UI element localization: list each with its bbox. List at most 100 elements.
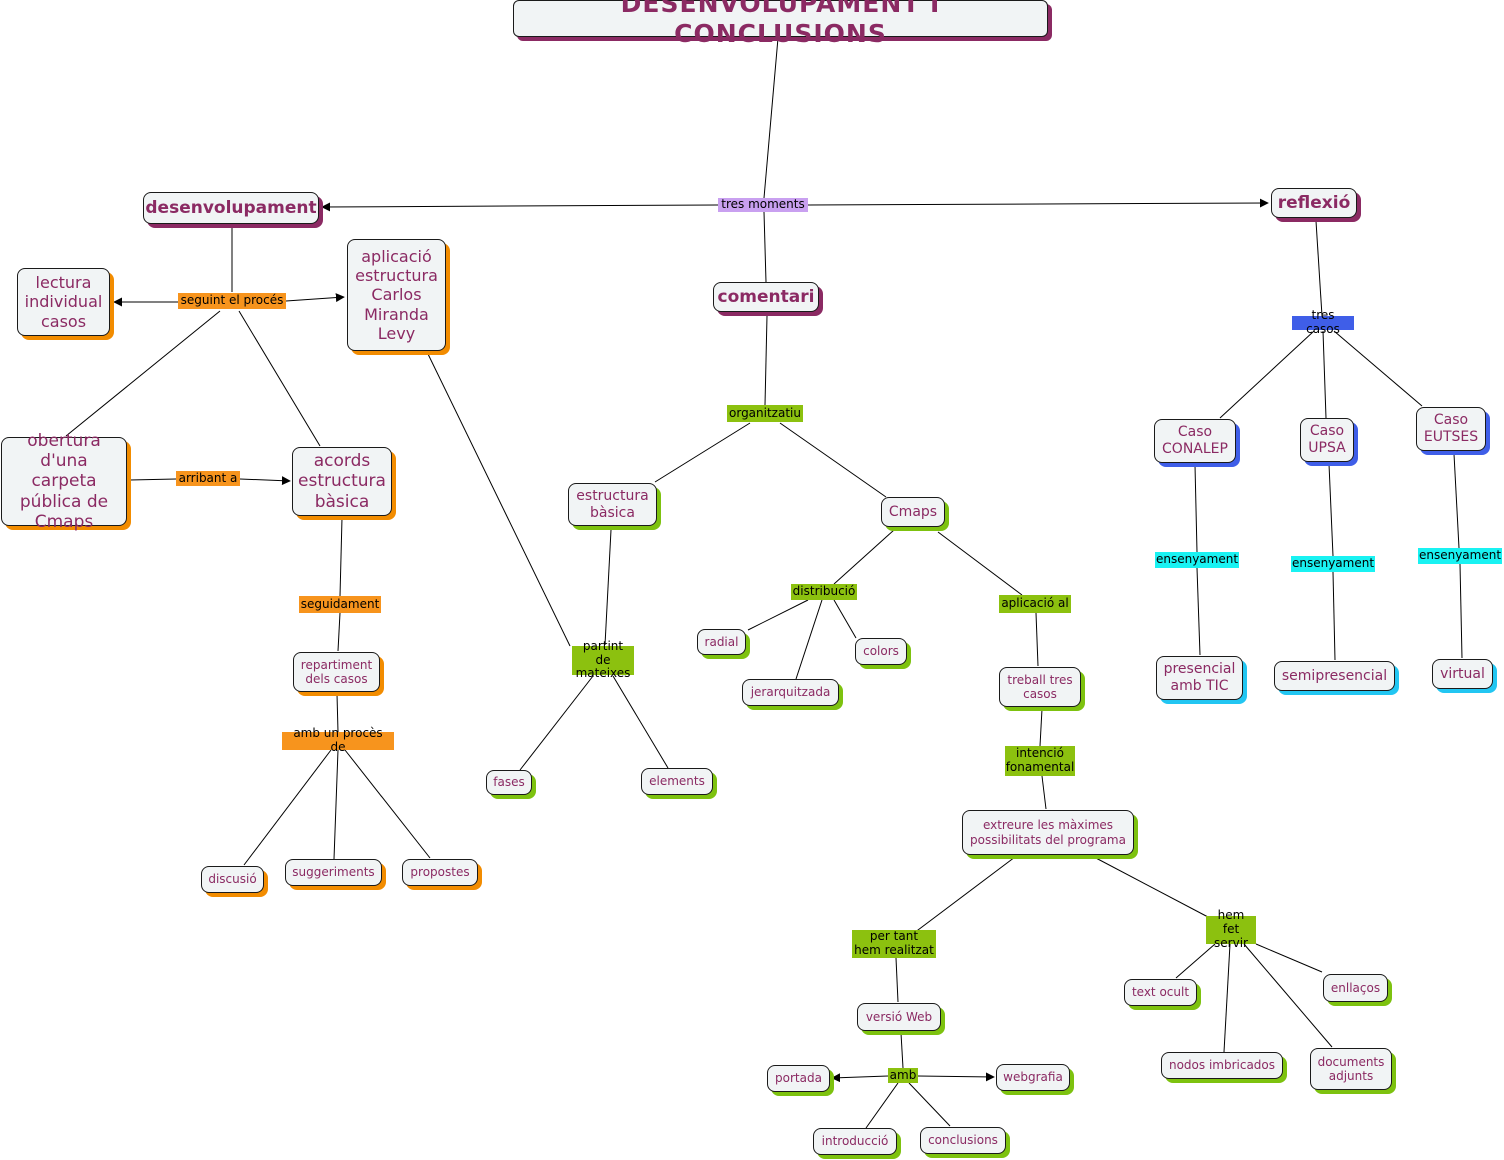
link-amb-proces[interactable]: amb un procès de [282, 726, 394, 754]
concept-estructura-basica[interactable]: estructura bàsica [568, 483, 657, 526]
link-intencio[interactable]: intenció fonamental [1005, 746, 1075, 776]
connector-line [243, 749, 332, 866]
concept-reflexio[interactable]: reflexió [1271, 188, 1357, 218]
link-tres-moments[interactable]: tres moments [718, 197, 808, 212]
connector-line [763, 37, 779, 199]
concept-suggeriments[interactable]: suggeriments [285, 859, 382, 886]
connector-line [333, 749, 339, 860]
connector-line [1219, 330, 1315, 419]
link-seguint[interactable]: seguint el procés [178, 293, 286, 309]
connector-line [339, 517, 343, 597]
link-tres-casos[interactable]: tres casos [1292, 308, 1354, 336]
concept-nodos[interactable]: nodos imbricados [1161, 1052, 1283, 1079]
concept-semipresencial[interactable]: semipresencial [1274, 661, 1395, 691]
concept-versio-web[interactable]: versió Web [857, 1003, 941, 1031]
connector-line [604, 529, 612, 646]
connector-line [1255, 943, 1323, 973]
concept-enllacos[interactable]: enllaços [1323, 974, 1388, 1002]
link-per-tant[interactable]: per tant hem realitzat [852, 929, 936, 958]
connector-line [1322, 330, 1327, 419]
connector-line [337, 612, 341, 652]
connector-arrow [239, 476, 291, 486]
connector-line [908, 1082, 951, 1127]
concept-elements[interactable]: elements [641, 768, 713, 795]
concept-desenvolupament[interactable]: desenvolupament [143, 192, 319, 224]
concept-repartiment[interactable]: repartiment dels casos [293, 652, 380, 692]
concept-acords[interactable]: acords estructura bàsica [292, 447, 392, 516]
link-seguidament[interactable]: seguidament [299, 596, 381, 613]
connector-line [336, 693, 339, 733]
connector-line [1332, 571, 1336, 661]
connector-line [344, 749, 431, 859]
concept-discusio[interactable]: discusió [201, 866, 264, 893]
concept-comentari[interactable]: comentari [713, 282, 819, 312]
connector-arrow [831, 1073, 889, 1083]
connector-line [1459, 563, 1463, 659]
connector-line [1035, 612, 1039, 667]
concept-portada[interactable]: portada [767, 1065, 830, 1092]
link-arribant[interactable]: arribant a [176, 471, 240, 486]
connector-line [795, 599, 823, 680]
link-hem-fet[interactable]: hem fet servir [1206, 908, 1256, 950]
connector-line [1243, 943, 1333, 1048]
connector-line [519, 675, 594, 771]
connector-line [654, 422, 751, 483]
link-ensenyament-3[interactable]: ensenyament [1418, 548, 1502, 564]
concept-jerarquitzada[interactable]: jerarquitzada [742, 679, 839, 706]
concept-caso-conalep[interactable]: Caso CONALEP [1154, 419, 1236, 463]
connector-line [1194, 464, 1198, 553]
concept-caso-upsa[interactable]: Caso UPSA [1300, 418, 1354, 462]
connector-line [895, 957, 899, 1003]
concept-presencial[interactable]: presencial amb TIC [1156, 656, 1243, 700]
concept-conclusions[interactable]: conclusions [920, 1127, 1006, 1154]
concept-radial[interactable]: radial [697, 629, 746, 655]
concept-webgrafia[interactable]: webgrafia [996, 1064, 1070, 1091]
connector-arrow [321, 202, 719, 212]
concept-aplicacio-carlos[interactable]: aplicació estructura Carlos Miranda Levy [347, 239, 446, 351]
map-title[interactable]: DESENVOLUPAMENT I CONCLUSIONS [513, 0, 1048, 48]
link-ensenyament-1[interactable]: ensenyament [1155, 552, 1239, 568]
connector-line [1223, 943, 1231, 1053]
connector-line [1453, 453, 1460, 549]
concept-treball-tres[interactable]: treball tres casos [999, 667, 1081, 707]
connector-line [779, 422, 887, 498]
connector-line [763, 211, 767, 283]
link-aplicacio-al[interactable]: aplicació al [999, 595, 1071, 613]
concept-caso-eutses[interactable]: Caso EUTSES [1416, 407, 1486, 451]
connector-line [238, 310, 321, 447]
concept-cmaps[interactable]: Cmaps [881, 497, 945, 527]
concept-propostes[interactable]: propostes [402, 859, 478, 886]
connector-line [65, 310, 221, 437]
connector-line [1041, 775, 1047, 810]
concept-extreure[interactable]: extreure les màximes possibilitats del p… [962, 810, 1134, 855]
concept-fases[interactable]: fases [486, 770, 532, 795]
connector-line [764, 315, 768, 406]
concept-colors[interactable]: colors [855, 638, 907, 665]
connector-arrow [917, 1072, 995, 1082]
connector-line [913, 856, 1016, 934]
link-partint[interactable]: partint de mateixes [572, 639, 634, 680]
concept-documents[interactable]: documents adjunts [1310, 1048, 1392, 1090]
connector-line [1093, 856, 1209, 918]
connector-line [1039, 708, 1043, 747]
connector-line [129, 478, 177, 481]
connector-line [900, 1032, 904, 1069]
connector-line [1315, 220, 1323, 317]
link-organitzatiu[interactable]: organitzatiu [727, 405, 803, 422]
connector-line [833, 599, 857, 639]
link-ensenyament-2[interactable]: ensenyament [1291, 556, 1375, 572]
concept-text-ocult[interactable]: text ocult [1124, 979, 1197, 1006]
connector-line [937, 531, 1023, 596]
connector-arrow [807, 198, 1269, 208]
concept-lectura[interactable]: lectura individual casos [17, 268, 110, 336]
concept-introduccio[interactable]: introducció [813, 1128, 897, 1155]
connector-line [865, 1082, 899, 1129]
concept-obertura[interactable]: obertura d'una carpeta pública de Cmaps [1, 431, 127, 532]
link-amb[interactable]: amb [888, 1067, 918, 1083]
connector-line [833, 529, 895, 585]
link-distribucio[interactable]: distribució [791, 584, 857, 600]
connector-arrow [285, 293, 345, 303]
concept-virtual[interactable]: virtual [1432, 659, 1493, 689]
